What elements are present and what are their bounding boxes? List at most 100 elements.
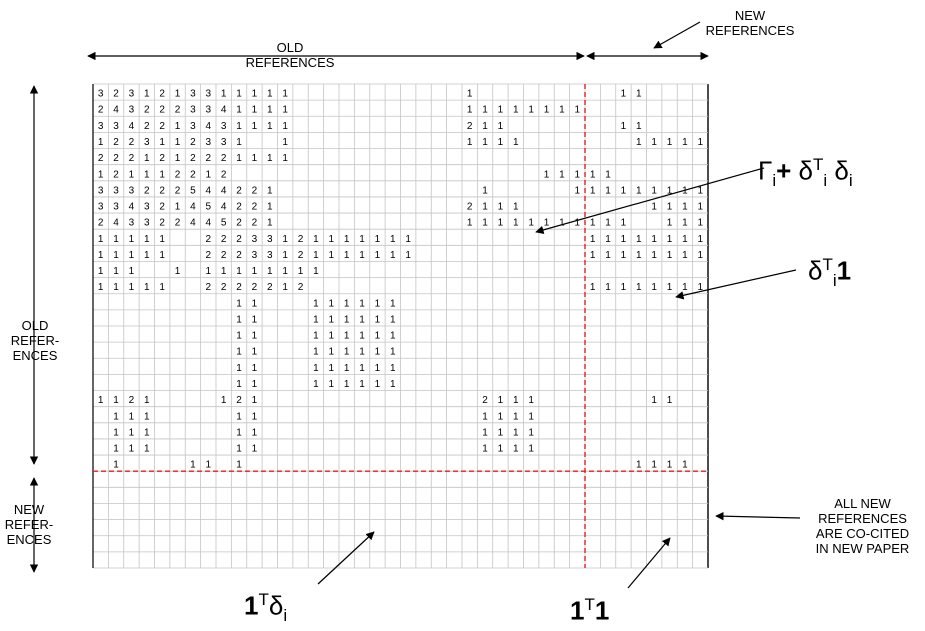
matrix-cell-value: 3 (252, 234, 258, 245)
matrix-cell-value: 1 (298, 266, 304, 277)
matrix-cell-value: 1 (113, 460, 119, 471)
matrix-cell-value: 4 (190, 202, 196, 213)
matrix-cell-value: 1 (313, 266, 319, 277)
matrix-cell-value: 1 (544, 169, 550, 180)
matrix-cell-value: 1 (528, 427, 534, 438)
matrix-cell-value: 1 (375, 331, 381, 342)
matrix-cell-value: 2 (298, 282, 304, 293)
matrix-cell-value: 2 (252, 282, 258, 293)
matrix-cell-value: 2 (98, 105, 104, 116)
matrix-cell-value: 1 (267, 121, 273, 132)
matrix-cell-value: 4 (190, 218, 196, 229)
matrix-cell-value: 1 (375, 363, 381, 374)
matrix-cell-value: 2 (129, 153, 135, 164)
matrix-cell-value: 1 (113, 427, 119, 438)
matrix-cell-value: 2 (298, 250, 304, 261)
matrix-cell-value: 1 (636, 234, 642, 245)
matrix-cell-value: 1 (144, 444, 150, 455)
deltaT-one-formula: δTi1 (808, 255, 852, 290)
matrix-cell-value: 3 (252, 250, 258, 261)
matrix-cell-value: 1 (252, 121, 258, 132)
matrix-cell-value: 3 (98, 202, 104, 213)
matrix-cell-value: 1 (159, 282, 165, 293)
matrix-cell-value: 1 (651, 460, 657, 471)
matrix-cell-value: 2 (144, 105, 150, 116)
matrix-cell-value: 1 (98, 266, 104, 277)
matrix-cell-value: 1 (651, 282, 657, 293)
matrix-cell-value: 1 (329, 331, 335, 342)
matrix-cell-value: 1 (590, 185, 596, 196)
matrix-cell-value: 3 (206, 89, 212, 100)
matrix-cell-value: 1 (513, 444, 519, 455)
matrix-cell-value: 1 (375, 298, 381, 309)
matrix-cell-value: 1 (698, 218, 704, 229)
matrix-cell-value: 1 (575, 105, 581, 116)
matrix-cell-value: 1 (559, 169, 565, 180)
matrix-cell-value: 2 (129, 395, 135, 406)
matrix-cell-value: 1 (267, 202, 273, 213)
matrix-cell-value: 1 (698, 234, 704, 245)
matrix-cell-value: 1 (513, 137, 519, 148)
matrix-cell-value: 1 (621, 218, 627, 229)
matrix-cell-value: 1 (129, 250, 135, 261)
partition-lines (93, 84, 708, 568)
matrix-cell-value: 3 (129, 218, 135, 229)
matrix-cell-value: 3 (190, 89, 196, 100)
matrix-cell-value: 1 (498, 218, 504, 229)
matrix-cell-value: 1 (513, 411, 519, 422)
matrix-cell-value: 3 (267, 250, 273, 261)
matrix-cell-value: 1 (682, 218, 688, 229)
matrix-cell-value: 1 (467, 89, 473, 100)
matrix-cell-value: 1 (482, 202, 488, 213)
matrix-cell-value: 1 (605, 250, 611, 261)
matrix-cell-value: 1 (682, 250, 688, 261)
matrix-cell-value: 3 (129, 89, 135, 100)
matrix-cell-value: 1 (267, 105, 273, 116)
matrix-cell-value: 1 (329, 363, 335, 374)
matrix-cell-value: 3 (144, 202, 150, 213)
matrix-cell-value: 1 (313, 363, 319, 374)
matrix-cell-value: 1 (667, 234, 673, 245)
matrix-cell-value: 1 (221, 266, 227, 277)
matrix-cell-value: 1 (636, 185, 642, 196)
matrix-cell-value: 1 (252, 314, 258, 325)
matrix-cell-value: 1 (129, 266, 135, 277)
co-cited-pointer (715, 511, 801, 521)
matrix-cell-value: 1 (175, 89, 181, 100)
matrix-cell-value: 3 (98, 185, 104, 196)
matrix-cell-value: 1 (528, 105, 534, 116)
matrix-cell-value: 1 (667, 185, 673, 196)
matrix-cell-value: 1 (282, 121, 288, 132)
matrix-cell-value: 1 (236, 347, 242, 358)
matrix-cell-value: 1 (575, 218, 581, 229)
matrix-cell-value: 3 (113, 121, 119, 132)
matrix-cell-value: 1 (682, 202, 688, 213)
matrix-cell-value: 1 (98, 250, 104, 261)
matrix-cell-value: 1 (113, 266, 119, 277)
matrix-cell-value: 1 (590, 218, 596, 229)
matrix-cell-value: 1 (467, 218, 473, 229)
matrix-cell-value: 1 (359, 250, 365, 261)
matrix-cell-value: 1 (528, 411, 534, 422)
matrix-cell-value: 1 (144, 234, 150, 245)
matrix-cell-value: 1 (667, 250, 673, 261)
matrix-cell-value: 2 (159, 105, 165, 116)
matrix-cell-value: 1 (375, 379, 381, 390)
matrix-cell-value: 1 (282, 105, 288, 116)
matrix-cell-value: 1 (329, 347, 335, 358)
matrix-cell-value: 1 (282, 282, 288, 293)
matrix-cell-value: 1 (221, 395, 227, 406)
matrix-cell-value: 2 (175, 169, 181, 180)
new-references-top-pointer (653, 21, 701, 49)
matrix-cell-value: 1 (313, 234, 319, 245)
matrix-cell-value: 1 (144, 411, 150, 422)
matrix-cell-value: 1 (590, 234, 596, 245)
co-cited-note: ALL NEW REFERENCES ARE CO-CITED IN NEW P… (815, 496, 910, 556)
matrix-cell-value: 5 (190, 185, 196, 196)
oneT-delta-pointer (317, 531, 375, 585)
matrix-cell-value: 3 (129, 105, 135, 116)
matrix-cell-value: 1 (113, 282, 119, 293)
matrix-cell-value: 2 (206, 282, 212, 293)
matrix-cell-value: 1 (129, 282, 135, 293)
matrix-cell-value: 1 (605, 185, 611, 196)
